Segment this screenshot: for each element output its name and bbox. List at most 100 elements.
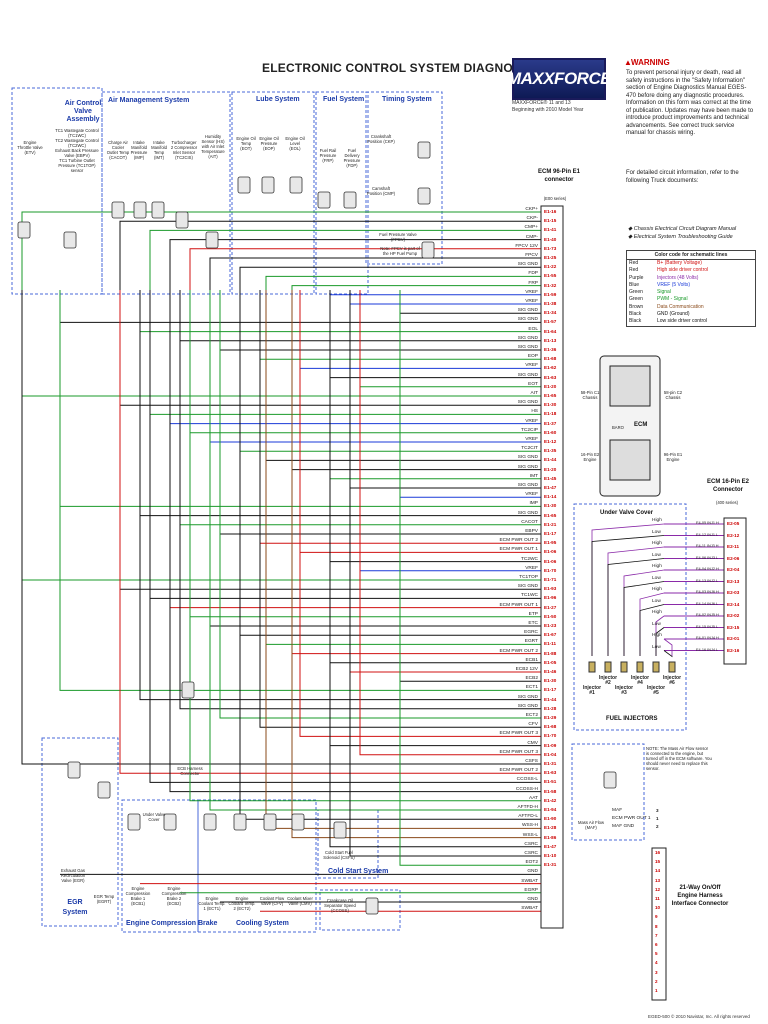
sensor-icon bbox=[421, 241, 435, 259]
e2-signal-label: E4-03 INJ6 H bbox=[696, 590, 719, 594]
e1-pin: E1-34 bbox=[544, 310, 557, 316]
e1-signal-label: IMT bbox=[529, 473, 538, 479]
e1-signal-label: TC2WC bbox=[520, 556, 538, 562]
e1-pin: E1-38 bbox=[544, 301, 557, 306]
e2-signal-label: E4-05 INJ1 H bbox=[696, 521, 719, 525]
e1-pin: E1-17 bbox=[544, 531, 557, 536]
e1-pin: E1-22 bbox=[544, 264, 557, 270]
maxxforce-logo: MAXXFORCE bbox=[507, 58, 612, 100]
e1-signal-label: VREF bbox=[525, 418, 538, 424]
e1-signal-label: VREF bbox=[525, 492, 538, 498]
e1-pin: E1-30 bbox=[544, 503, 557, 509]
e1-signal-label: ECB2 12V bbox=[515, 667, 538, 672]
sensor-icon bbox=[417, 141, 431, 159]
e2-high-low: Low bbox=[652, 575, 661, 581]
injector-label: Injector #6 bbox=[662, 675, 682, 686]
section-air-management: Air Management System bbox=[108, 97, 190, 104]
e1-signal-label: FDP bbox=[528, 271, 538, 277]
e2-high-low: High bbox=[652, 587, 662, 592]
e1-pin: E1-46 bbox=[544, 669, 557, 674]
e1-pin: E1-70 bbox=[544, 733, 557, 739]
maf-pin: 3 bbox=[656, 808, 659, 813]
sensor-icon bbox=[343, 191, 357, 209]
e1-pin: E1-94 bbox=[544, 807, 557, 812]
e1-pin: E1-63 bbox=[544, 374, 557, 380]
e1-pin: E1-18 bbox=[544, 411, 557, 417]
e1-pin: E1-25 bbox=[544, 255, 557, 260]
e1-pin: E1-47 bbox=[544, 485, 557, 490]
harness-pin: 9 bbox=[655, 914, 658, 920]
harness-pin: 1 bbox=[655, 988, 658, 993]
e1-wire bbox=[21, 290, 541, 765]
e1-signal-label: AFTFD-H bbox=[517, 805, 538, 810]
frp-label: Fuel Rail Pressure (FRP) bbox=[319, 148, 337, 163]
e1-wire bbox=[59, 290, 541, 691]
legend-meaning: Data Communication bbox=[657, 303, 704, 310]
e1-wire bbox=[349, 290, 541, 857]
e1-signal-label: FPCV bbox=[525, 253, 538, 258]
cmp-label: Camshaft Position (CMP) bbox=[366, 186, 396, 196]
harness-pin: 3 bbox=[655, 969, 658, 975]
harness-pin: 6 bbox=[655, 942, 658, 947]
maf-signal: MAF GND bbox=[612, 824, 635, 829]
sensor-icon bbox=[333, 821, 347, 839]
sensor-icon bbox=[111, 201, 125, 219]
section-under-valve-cover: Under Valve Cover bbox=[600, 510, 654, 516]
legend-color-name: Brown bbox=[629, 303, 644, 310]
maf-signal: MAF bbox=[612, 808, 623, 813]
legend-color-name: Green bbox=[629, 296, 643, 303]
throttle-label: Engine Throttle Valve (ETV) bbox=[17, 140, 43, 155]
e1-pin: E1-68 bbox=[544, 356, 557, 362]
e2-high-low: High bbox=[652, 633, 662, 638]
harness-pin: 10 bbox=[655, 905, 661, 911]
e1-pin: E1-20 bbox=[544, 466, 557, 472]
e1-signal-label: EGRT bbox=[524, 639, 538, 645]
e1-signal-label: TC1WC bbox=[520, 593, 538, 599]
egrt-label: EGR Temp (EGRT) bbox=[93, 894, 115, 904]
e1-pin: E1-35 bbox=[544, 448, 557, 454]
e1-signal-label: WSS-L bbox=[522, 832, 538, 838]
e2-pin: E2-13 bbox=[727, 578, 740, 584]
e1-signal-label: VREF bbox=[525, 289, 538, 295]
e1-pin: E1-31 bbox=[544, 761, 557, 766]
e1-pin: E1-45 bbox=[544, 475, 557, 481]
e1-pin: E1-16 bbox=[544, 209, 557, 214]
e2-signal-label: E4-11 INJ3 H bbox=[696, 544, 719, 548]
e1-wire bbox=[299, 290, 541, 737]
e1-signal-label: FPCV 12V bbox=[515, 243, 538, 249]
e1-signal-label: CCOSS-H bbox=[515, 786, 538, 792]
footer-copyright: EGED-500 © 2010 Navistar, Inc. All right… bbox=[648, 1014, 750, 1019]
e1-pin: E1-60 bbox=[544, 429, 557, 435]
legend-color-name: Blue bbox=[629, 281, 640, 288]
e1-wire bbox=[169, 290, 541, 793]
e1-signal-label: SIG GND bbox=[517, 317, 538, 323]
legend-meaning: B+ (Battery Voltage) bbox=[657, 260, 702, 266]
reference-list: ◆ Chassis Electrical Circuit Diagram Man… bbox=[628, 225, 756, 241]
e2-high-low: Low bbox=[652, 644, 661, 650]
e2-high-low: High bbox=[652, 610, 662, 615]
e1-signal-label: ETC bbox=[528, 621, 538, 626]
section-compression-brake: Engine Compression Brake bbox=[126, 920, 218, 927]
e1-signal-label: EBPV bbox=[525, 529, 538, 534]
warning-body: To prevent personal injury or death, rea… bbox=[626, 70, 754, 136]
legend-meaning: Signal bbox=[657, 289, 671, 296]
e1-pin: E1-44 bbox=[544, 696, 557, 702]
e1-pin: E1-32 bbox=[544, 282, 557, 288]
csfs-label: Cold Start Fuel Solenoid (CSFS) bbox=[323, 850, 355, 860]
e1-pin: E1-37 bbox=[544, 420, 557, 426]
e2-high-low: High bbox=[652, 564, 662, 569]
e1-signal-label: ECM PWR OUT 2 bbox=[499, 538, 538, 544]
e1-wire bbox=[329, 290, 541, 848]
e1-wire bbox=[21, 211, 541, 290]
e1-pin: E1-11 bbox=[544, 641, 557, 647]
e1-signal-label: CSFS bbox=[525, 759, 538, 764]
e1-pin: E1-36 bbox=[544, 347, 557, 352]
imt-label: Intake Manifold Temp (IMT) bbox=[151, 140, 167, 160]
e1-signal-label: VREF bbox=[525, 565, 538, 571]
e1-signal-label: CMP+ bbox=[524, 225, 538, 231]
e1-signal-label: EGRP bbox=[524, 887, 538, 893]
logo-subtitle-line-2: Beginning with 2010 Model Year bbox=[512, 107, 584, 113]
sensor-icon bbox=[133, 201, 147, 219]
sensor-icon bbox=[417, 187, 431, 205]
